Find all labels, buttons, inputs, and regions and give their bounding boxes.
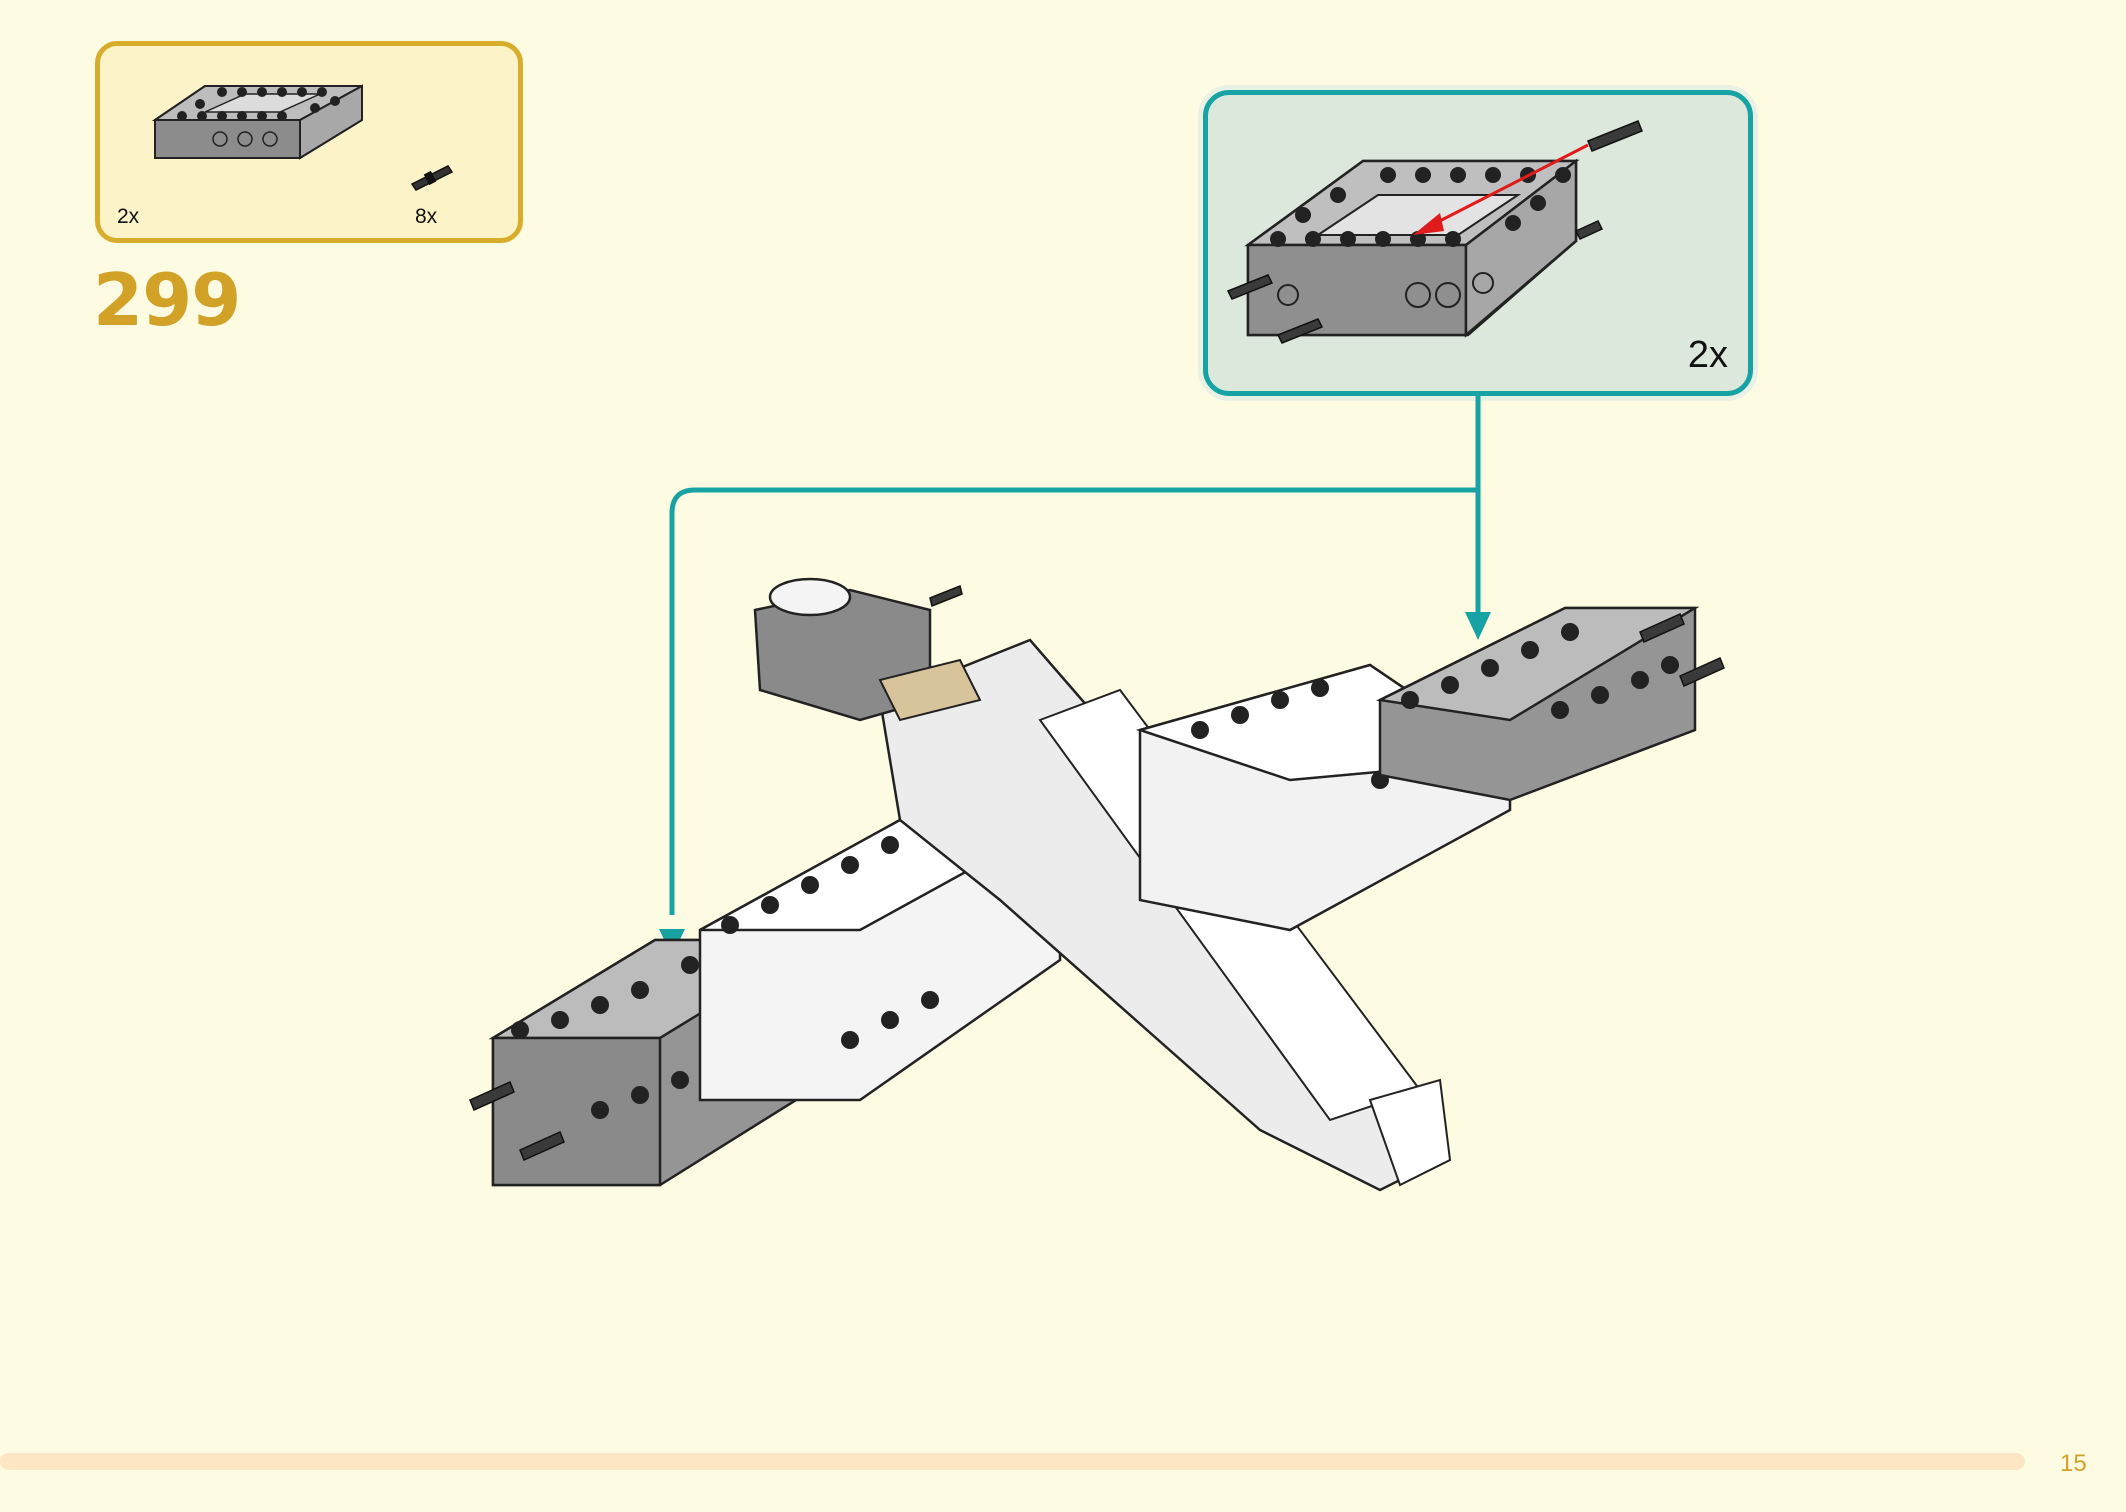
- sub-assembly-quantity: 2x: [1687, 334, 1728, 376]
- arrow-head-right: [1465, 612, 1491, 640]
- frame-brick-icon: [151, 84, 363, 160]
- frame-brick-right-icon: [1375, 606, 1725, 802]
- page-number: 15: [2060, 1450, 2087, 1477]
- parts-list-illustration: [151, 84, 454, 191]
- frame-with-pins-icon: [1226, 120, 1643, 344]
- part-quantity: 8x: [415, 205, 438, 228]
- pin-icon: [410, 165, 454, 191]
- callout-arrows: [669, 396, 1481, 915]
- sub-assembly-callout: 2x: [1203, 90, 1753, 396]
- step-number: 299: [93, 258, 241, 342]
- parts-list-box: 2x 8x: [95, 41, 523, 243]
- sub-assembly-illustration: [1226, 120, 1643, 344]
- tail-section-icon: [753, 577, 982, 722]
- part-quantity: 2x: [117, 205, 140, 228]
- progress-track: [0, 1453, 2025, 1470]
